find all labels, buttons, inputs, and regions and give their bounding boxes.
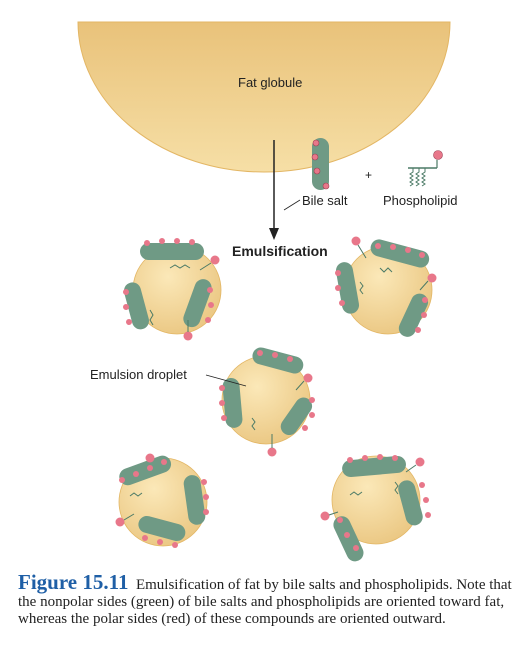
emulsification-diagram <box>77 21 451 562</box>
fat-globule <box>77 21 451 173</box>
phospholipid-molecule <box>408 150 443 187</box>
emulsion-droplet-bottom-right <box>320 454 431 562</box>
emulsion-droplet-top-left <box>123 238 222 341</box>
bile-salt-pointer <box>283 199 301 211</box>
emulsion-droplet-pointer <box>205 374 247 387</box>
arrow-head <box>269 228 279 240</box>
bile-salt-label: Bile salt <box>302 193 348 208</box>
phospholipid-label: Phospholipid <box>383 193 458 208</box>
figure-number: Figure 15.11 <box>18 570 129 594</box>
fat-globule-label: Fat globule <box>238 75 303 90</box>
figure-caption: Figure 15.11 Emulsification of fat by bi… <box>18 572 513 628</box>
caption-text: Emulsification of fat by bile salts and … <box>18 577 512 627</box>
emulsion-droplet-label: Emulsion droplet <box>90 367 187 382</box>
bile-salt-molecule <box>311 138 330 190</box>
emulsion-droplet-top-right <box>335 236 437 337</box>
emulsion-droplet-center <box>219 347 315 457</box>
emulsion-droplet-bottom-left <box>115 453 209 548</box>
plus-sign: + <box>365 168 373 182</box>
emulsification-label: Emulsification <box>232 243 328 259</box>
